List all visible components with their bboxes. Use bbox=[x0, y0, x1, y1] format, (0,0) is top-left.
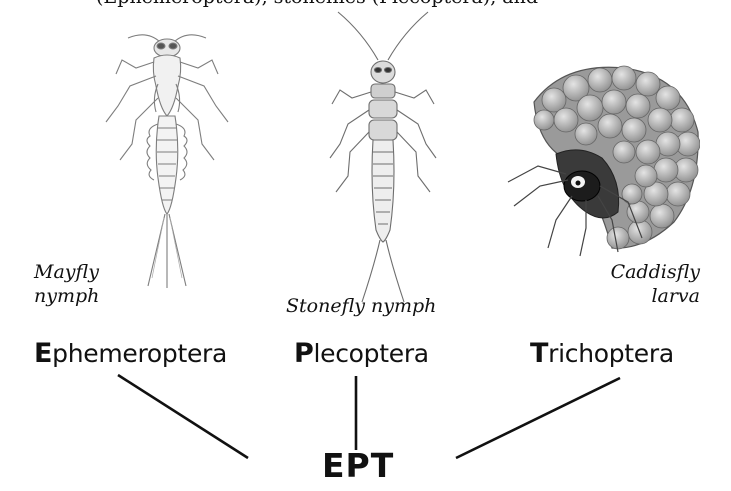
connector-ephemeroptera-to-ept bbox=[118, 375, 248, 458]
connector-trichoptera-to-ept bbox=[456, 378, 620, 458]
ept-acronym: EPT bbox=[322, 446, 394, 485]
